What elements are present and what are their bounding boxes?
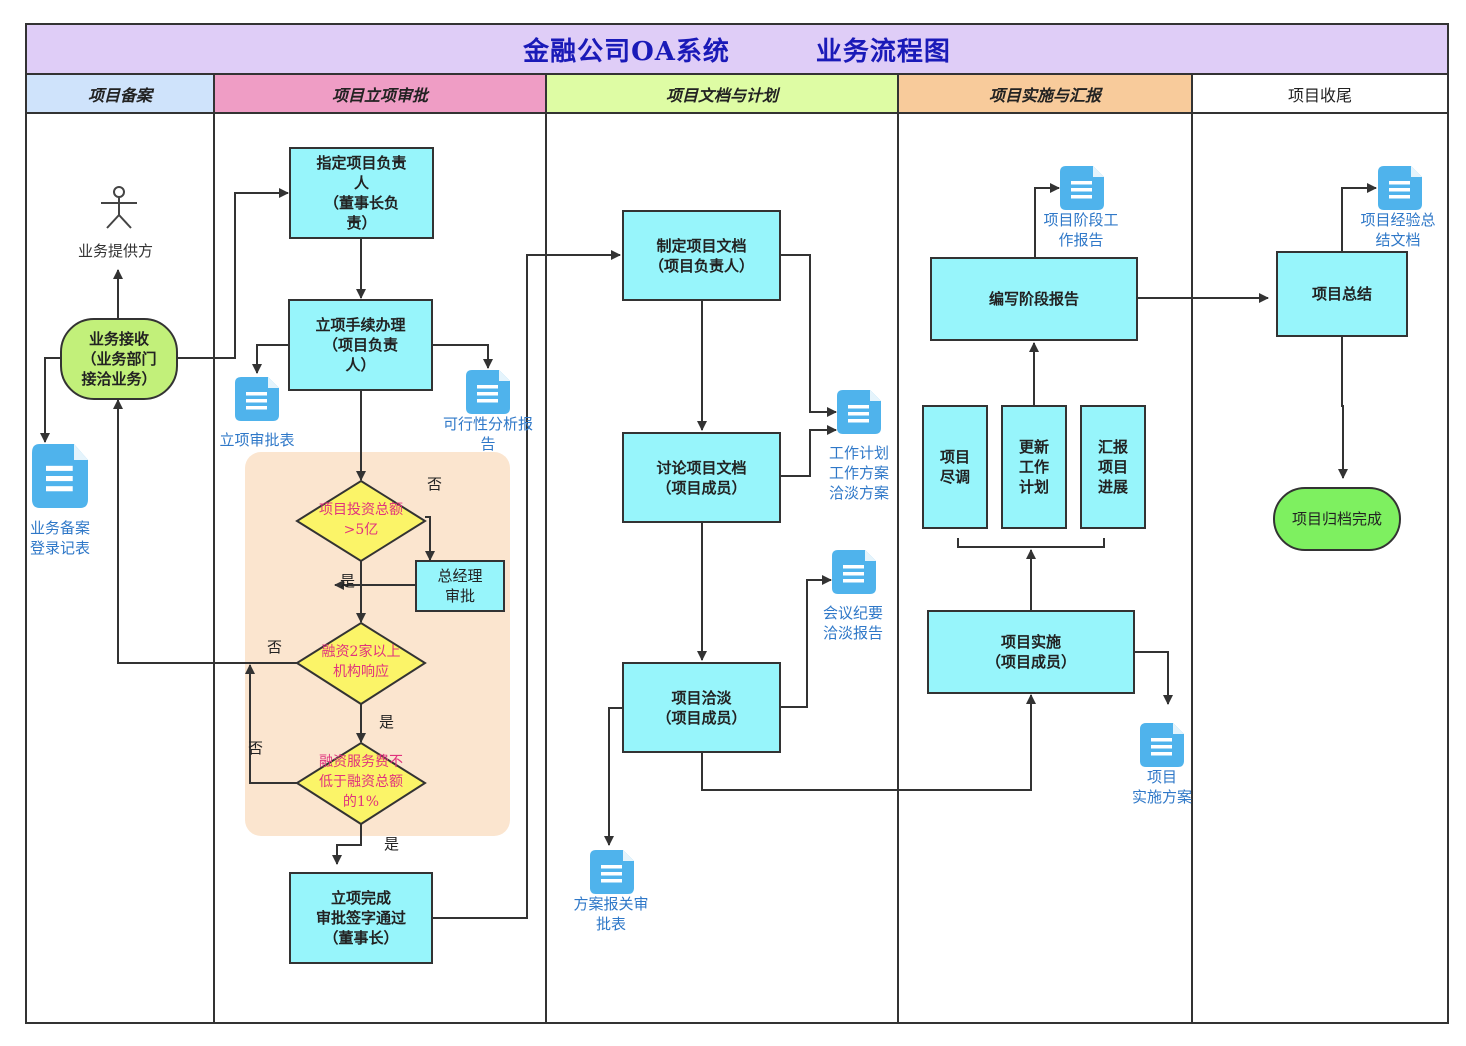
branch-label-yes: 是 <box>384 835 400 853</box>
node-due-diligence[interactable]: 项目 尽调 <box>922 405 988 529</box>
title-flowchart: 业务流程图 <box>815 36 951 67</box>
doc-icon-minutes <box>832 550 876 594</box>
doc-label-record-form: 业务备案 登录记表 <box>29 519 90 557</box>
lane-header-filing: 项目备案 <box>25 73 215 114</box>
doc-label-feasibility: 可行性分析报 告 <box>442 415 533 453</box>
node-report-progress[interactable]: 汇报 项目 进展 <box>1080 405 1146 529</box>
person-icon <box>101 186 137 229</box>
connector-summary-to-experience <box>1341 183 1377 252</box>
node-gm-approval[interactable]: 总经理 审批 <box>415 560 505 612</box>
branch-label-yes: 是 <box>340 572 356 590</box>
node-approval-complete[interactable]: 立项完成 审批签字通过 （董事长） <box>289 872 433 964</box>
node-discuss-project-docs[interactable]: 讨论项目文档 （项目成员） <box>622 432 781 523</box>
connector-discuss-to-work-plan <box>781 425 837 477</box>
doc-icon-record-form <box>32 444 88 508</box>
connector-procedures-to-feasibility <box>432 344 493 369</box>
connector-decision3-to-decision2 <box>245 664 297 784</box>
node-update-work-plan[interactable]: 更新 工作 计划 <box>1001 405 1067 529</box>
decision-fee-at-least-1pct <box>295 741 427 826</box>
connector-receive-to-assign-lead <box>178 188 289 359</box>
doc-label-implementation-plan: 项目 实施方案 <box>1131 768 1192 806</box>
lane-column-approval <box>213 112 547 1024</box>
connector-receive-to-record-form <box>40 357 62 443</box>
lane-column-filing <box>25 112 215 1024</box>
tasks-bracket <box>957 538 1105 548</box>
doc-label-experience-summary: 项目经验总 结文档 <box>1360 211 1436 249</box>
doc-icon-stage-report <box>1060 166 1104 210</box>
lane-header-closing: 项目收尾 <box>1191 73 1449 114</box>
node-project-negotiation[interactable]: 项目洽淡 （项目成员） <box>622 662 781 753</box>
title-system: 金融公司OA系统 <box>523 36 730 67</box>
node-project-implementation[interactable]: 项目实施 （项目成员） <box>927 610 1135 694</box>
branch-label-no: 否 <box>427 475 443 493</box>
doc-icon-implementation-plan <box>1140 723 1184 767</box>
branch-label-yes: 是 <box>379 713 395 731</box>
decision2-text: 融资2家以上 机构响应 <box>321 644 401 680</box>
decision1-text: 项目投资总额 >5亿 <box>319 502 403 538</box>
lane-header-implementation: 项目实施与汇报 <box>897 73 1193 114</box>
connector-decision3-to-approved <box>332 824 362 865</box>
connector-negotiate-to-implement <box>701 694 1036 791</box>
connector-decision2-to-receive <box>113 399 297 664</box>
node-project-procedures[interactable]: 立项手续办理 （项目负责 人） <box>288 299 433 391</box>
connector-negotiate-to-plan-approval <box>604 707 623 846</box>
doc-icon-approval-form <box>235 377 279 421</box>
connector-make-docs-to-work-plan <box>781 254 837 417</box>
actor-label: 业务提供方 <box>78 242 154 260</box>
connector-approved-to-make-docs <box>432 250 621 919</box>
connector-implement-to-impl-plan <box>1134 651 1173 705</box>
decision-investment-over-500m <box>295 479 427 563</box>
node-business-receive[interactable]: 业务接收 （业务部门 接洽业务） <box>60 318 178 400</box>
lane-header-approval: 项目立项审批 <box>213 73 547 114</box>
lane-header-label: 项目备案 <box>87 85 152 105</box>
node-assign-project-lead[interactable]: 指定项目负责 人 （董事长负 责） <box>289 147 434 239</box>
doc-icon-work-plan <box>837 390 881 434</box>
title-bar: 金融公司OA系统 业务流程图 <box>25 23 1449 75</box>
doc-label-approval-form: 立项审批表 <box>219 431 295 449</box>
connector-negotiate-to-minutes <box>781 575 832 708</box>
doc-label-stage-report: 项目阶段工 作报告 <box>1043 211 1119 249</box>
lane-header-label: 项目实施与汇报 <box>988 85 1101 105</box>
decision3-text: 融资服务费不 低于融资总额 的1% <box>319 754 403 810</box>
lane-column-docs <box>545 112 899 1024</box>
node-write-stage-report[interactable]: 编写阶段报告 <box>930 257 1138 341</box>
decision-two-institutions-respond <box>295 621 427 706</box>
connector-stage-report-to-stage-doc <box>1034 183 1060 258</box>
lane-column-implementation <box>897 112 1193 1024</box>
node-project-summary[interactable]: 项目总结 <box>1276 251 1408 337</box>
connector-procedures-to-approval-form <box>252 344 289 374</box>
node-archive-complete[interactable]: 项目归档完成 <box>1273 487 1401 551</box>
branch-label-no: 否 <box>248 739 264 757</box>
node-make-project-docs[interactable]: 制定项目文档 （项目负责人） <box>622 210 781 301</box>
lane-header-label: 项目收尾 <box>1287 85 1352 105</box>
branch-label-no: 否 <box>267 638 283 656</box>
doc-icon-plan-approval <box>590 850 634 894</box>
doc-icon-feasibility <box>466 370 510 414</box>
lane-header-label: 项目立项审批 <box>331 85 428 105</box>
lane-header-docs: 项目文档与计划 <box>545 73 899 114</box>
doc-label-plan-approval: 方案报关审 批表 <box>573 895 649 933</box>
lane-header-label: 项目文档与计划 <box>665 85 778 105</box>
doc-label-minutes: 会议纪要 洽淡报告 <box>822 604 883 642</box>
doc-icon-experience-summary <box>1378 166 1422 210</box>
connector-summary-to-archive <box>1338 336 1348 479</box>
connector-decision1-to-gm <box>425 516 435 561</box>
doc-label-work-plan: 工作计划 工作方案 洽淡方案 <box>828 444 889 502</box>
